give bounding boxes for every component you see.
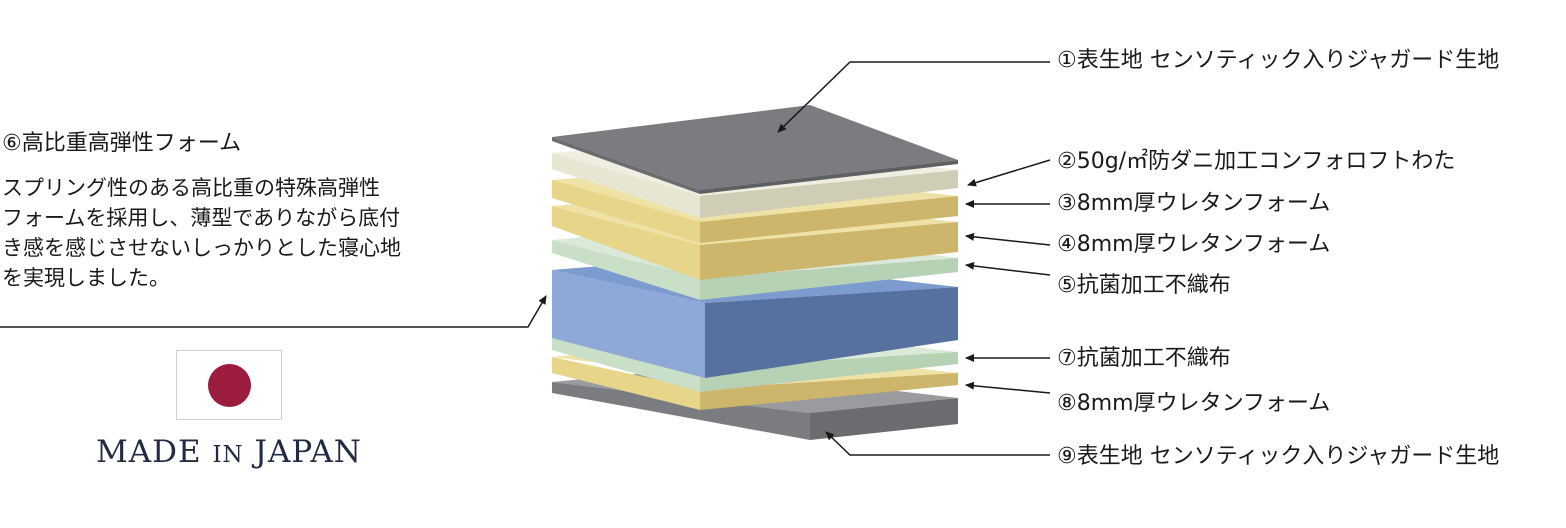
label-layer-1: ①表生地 センソティック入りジャガード生地 — [1057, 48, 1500, 73]
label-layer-5: ⑤抗菌加工不織布 — [1057, 273, 1231, 298]
made-text: MADE — [96, 434, 213, 470]
in-text: IN — [212, 442, 244, 468]
foam-description-line: を実現しました。 — [2, 266, 170, 290]
leader-lines — [0, 61, 1051, 456]
layer-1-top-fabric — [552, 105, 958, 194]
foam-title: ⑥高比重高弾性フォーム — [2, 131, 242, 156]
label-layer-9: ⑨表生地 センソティック入りジャガード生地 — [1057, 444, 1500, 469]
leader-line-2 — [967, 159, 1051, 187]
japan-flag-icon — [176, 350, 282, 420]
leader-line-4 — [965, 232, 1051, 246]
foam-description-line: スプリング性のある高比重の特殊高弾性 — [2, 176, 380, 200]
japan-text: JAPAN — [243, 434, 362, 470]
leader-line-6 — [0, 295, 547, 328]
foam-description-line: き感を感じさせないしっかりとした寝心地 — [2, 236, 401, 260]
foam-description: スプリング性のある高比重の特殊高弾性 フォームを採用し、薄型でありながら底付 き… — [2, 173, 502, 293]
label-layer-4: ④8mm厚ウレタンフォーム — [1057, 232, 1331, 257]
label-layer-2: ②50g/㎡防ダニ加工コンフォロフトわた — [1057, 149, 1456, 174]
made-in-japan-text: MADE IN JAPAN — [96, 434, 366, 470]
label-layer-7: ⑦抗菌加工不織布 — [1057, 346, 1231, 371]
leader-line-1 — [777, 61, 1050, 133]
label-layer-3: ③8mm厚ウレタンフォーム — [1057, 191, 1331, 216]
flag-red-disc — [208, 364, 251, 407]
foam-description-line: フォームを採用し、薄型でありながら底付 — [2, 206, 401, 230]
leader-line-8 — [965, 381, 1051, 394]
leader-line-9 — [825, 431, 1050, 456]
leader-line-5 — [965, 261, 1051, 276]
label-layer-8: ⑧8mm厚ウレタンフォーム — [1057, 391, 1331, 416]
